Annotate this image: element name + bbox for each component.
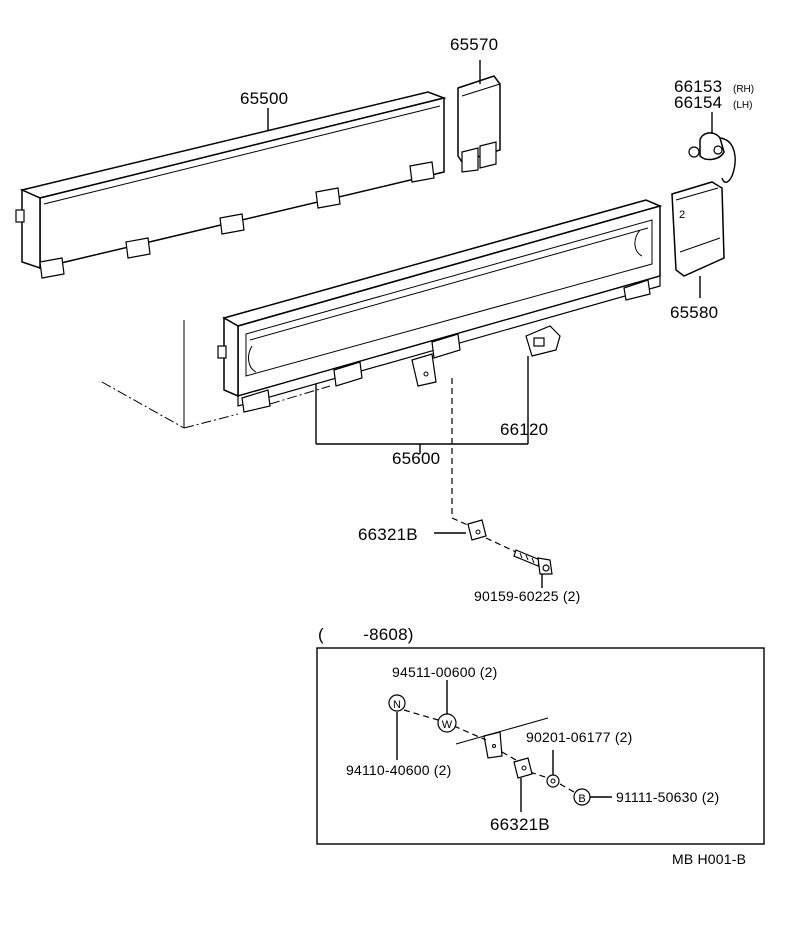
label-91111: 91111-50630 (2): [616, 789, 719, 805]
part-66153-hinge: [688, 112, 736, 183]
label-65570: 65570: [450, 35, 498, 54]
label-66154-side: (LH): [733, 100, 752, 111]
svg-text:2: 2: [679, 209, 685, 221]
label-66153-side: (RH): [733, 84, 754, 95]
nut-symbol-icon: N: [388, 694, 406, 712]
label-66321B: 66321B: [358, 525, 418, 544]
part-65600-panel: [217, 199, 663, 413]
label-66120: 66120: [500, 420, 548, 439]
label-65500: 65500: [240, 89, 288, 108]
body-outline: [101, 320, 331, 429]
washer-symbol-icon: W: [437, 713, 457, 733]
part-65500-panel: [15, 91, 447, 279]
label-inset-range: ( -8608): [318, 625, 414, 644]
svg-text:B: B: [578, 793, 585, 805]
leader-lines: [267, 108, 543, 588]
label-94110: 94110-40600 (2): [346, 762, 451, 778]
label-90201: 90201-06177 (2): [526, 729, 633, 745]
label-65580: 65580: [670, 303, 718, 322]
label-90159: 90159-60225 (2): [474, 588, 581, 604]
label-65600: 65600: [392, 449, 440, 468]
bolt-symbol-icon: B: [573, 788, 591, 806]
svg-text:N: N: [393, 699, 401, 711]
inset-leader-lines: [396, 680, 612, 812]
part-66321B-clip: [467, 519, 487, 541]
part-65570-cap: [457, 60, 501, 173]
inset-box: [316, 647, 765, 845]
diagram-code: MB H001-B: [672, 851, 746, 867]
part-65580-endcap: 2: [671, 181, 725, 298]
label-94511: 94511-00600 (2): [392, 664, 497, 680]
label-66154: 66154: [674, 93, 722, 112]
label-66321B-inset: 66321B: [490, 815, 550, 834]
label-66153: 66153: [674, 77, 722, 96]
part-90159-bolt: [513, 549, 553, 575]
svg-text:W: W: [442, 719, 453, 731]
